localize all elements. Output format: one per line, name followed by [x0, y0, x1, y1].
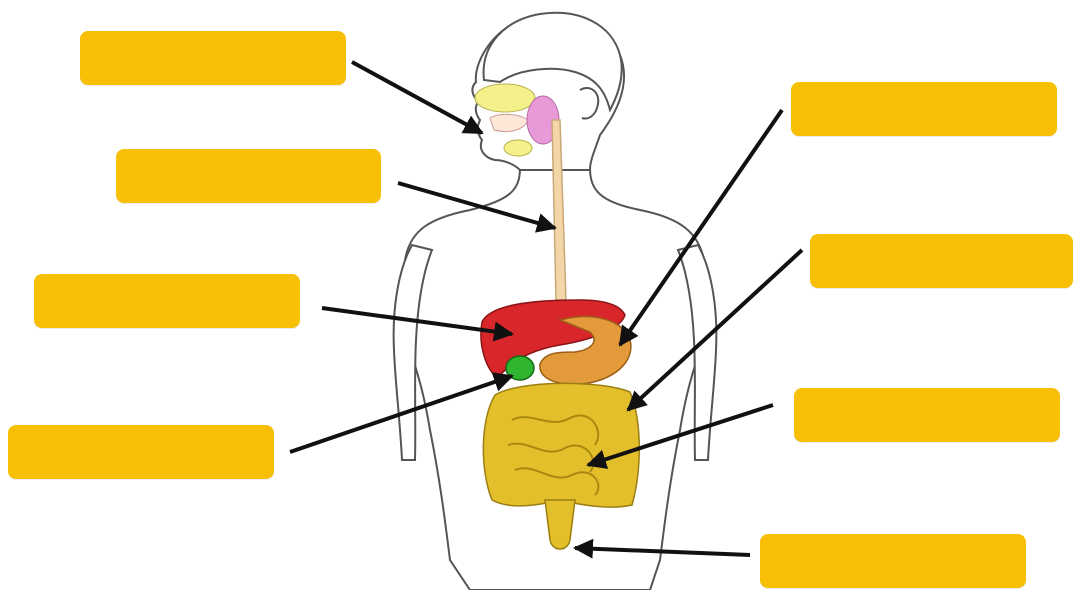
label-box-large-intestine[interactable] [810, 234, 1073, 288]
label-box-gallbladder[interactable] [8, 425, 274, 479]
label-box-mouth[interactable] [80, 31, 346, 85]
label-box-small-intestine[interactable] [794, 388, 1060, 442]
arrow-mouth [352, 62, 482, 133]
label-box-rectum[interactable] [760, 534, 1026, 588]
nasal-cavity [475, 84, 535, 112]
large-intestine [483, 383, 639, 507]
salivary-gland-sub [504, 140, 532, 156]
label-box-stomach[interactable] [791, 82, 1057, 136]
label-box-esophagus[interactable] [116, 149, 381, 203]
label-box-liver[interactable] [34, 274, 300, 328]
